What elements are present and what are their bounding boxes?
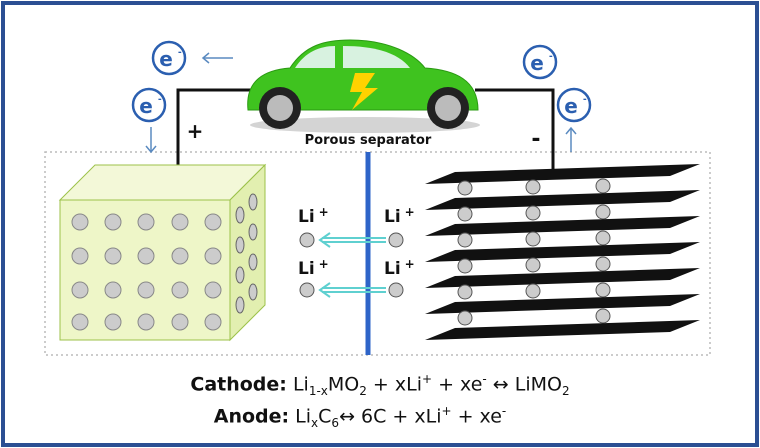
svg-text:-: - xyxy=(583,93,587,105)
lithium-site xyxy=(171,313,189,331)
lithium-site xyxy=(71,213,89,231)
graphite-sheet xyxy=(425,164,700,184)
lithium-site xyxy=(235,206,245,224)
positive-terminal-label: + xyxy=(187,119,204,143)
li-ion-label: Li+ xyxy=(298,205,329,227)
intercalated-lithium xyxy=(525,283,541,299)
cathode-equation: Cathode: Li1-xMO2 + xLi+ + xe- ↔ LiMO2 xyxy=(190,372,570,399)
electric-car-icon xyxy=(247,39,480,133)
anode-equation: Anode: LixC6↔ 6C + xLi+ + xe- xyxy=(213,404,507,431)
li-ion-label: Li+ xyxy=(384,257,415,279)
lithium-site xyxy=(137,313,155,331)
intercalated-lithium xyxy=(457,180,473,196)
cathode-cube xyxy=(58,163,267,342)
svg-text:e: e xyxy=(564,94,578,118)
intercalated-lithium xyxy=(525,231,541,247)
lithium-site xyxy=(204,313,222,331)
svg-text:e: e xyxy=(139,94,153,118)
intercalated-lithium xyxy=(595,256,611,272)
lithium-site xyxy=(248,223,258,241)
svg-text:-: - xyxy=(178,46,182,58)
lithium-ion xyxy=(299,282,315,298)
lithium-site xyxy=(235,296,245,314)
lithium-site xyxy=(204,213,222,231)
intercalated-lithium xyxy=(595,230,611,246)
lithium-site xyxy=(248,283,258,301)
lithium-site xyxy=(248,193,258,211)
graphite-sheet xyxy=(425,268,700,288)
lithium-site xyxy=(104,213,122,231)
svg-text:-: - xyxy=(158,93,162,105)
graphite-sheet xyxy=(425,190,700,210)
svg-text:-: - xyxy=(549,50,553,62)
intercalated-lithium xyxy=(595,308,611,324)
intercalated-lithium xyxy=(457,258,473,274)
electron-icon: e - xyxy=(556,87,592,123)
lithium-ion xyxy=(388,232,404,248)
lithium-site xyxy=(71,313,89,331)
lithium-site xyxy=(104,247,122,265)
lithium-ion xyxy=(299,232,315,248)
separator-label: Porous separator xyxy=(305,133,432,148)
cathode-wire xyxy=(176,88,260,170)
svg-text:e: e xyxy=(159,47,173,71)
lithium-site xyxy=(204,247,222,265)
li-ion-label: Li+ xyxy=(384,205,415,227)
graphite-sheet xyxy=(425,294,700,314)
intercalated-lithium xyxy=(457,284,473,300)
intercalated-lithium xyxy=(595,282,611,298)
graphite-sheet xyxy=(425,242,700,262)
intercalated-lithium xyxy=(595,204,611,220)
negative-terminal-label: - xyxy=(531,127,540,152)
li-ion-label: Li+ xyxy=(298,257,329,279)
anode-graphite-layers xyxy=(425,164,700,340)
graphite-sheet xyxy=(425,320,700,340)
lithium-site xyxy=(171,213,189,231)
lithium-ion xyxy=(388,282,404,298)
anode-wire xyxy=(475,88,555,170)
intercalated-lithium xyxy=(525,179,541,195)
svg-text:e: e xyxy=(530,51,544,75)
intercalated-lithium xyxy=(525,257,541,273)
intercalated-lithium xyxy=(525,205,541,221)
lithium-site xyxy=(171,281,189,299)
lithium-site xyxy=(235,266,245,284)
lithium-site xyxy=(137,213,155,231)
electron-icon: e - xyxy=(522,44,558,80)
lithium-site xyxy=(104,313,122,331)
lithium-site xyxy=(248,253,258,271)
lithium-site xyxy=(137,281,155,299)
lithium-site xyxy=(71,281,89,299)
lithium-site xyxy=(104,281,122,299)
intercalated-lithium xyxy=(595,178,611,194)
electron-icon: e - xyxy=(131,87,167,123)
intercalated-lithium xyxy=(457,232,473,248)
lithium-site xyxy=(235,236,245,254)
cell-boundary xyxy=(44,151,711,356)
lithium-site xyxy=(137,247,155,265)
lithium-site xyxy=(204,281,222,299)
lithium-site xyxy=(171,247,189,265)
lithium-site xyxy=(71,247,89,265)
intercalated-lithium xyxy=(457,206,473,222)
graphite-sheet xyxy=(425,216,700,236)
electron-icon: e - xyxy=(151,40,187,76)
li-ion-transport xyxy=(299,232,404,298)
intercalated-lithium xyxy=(457,310,473,326)
